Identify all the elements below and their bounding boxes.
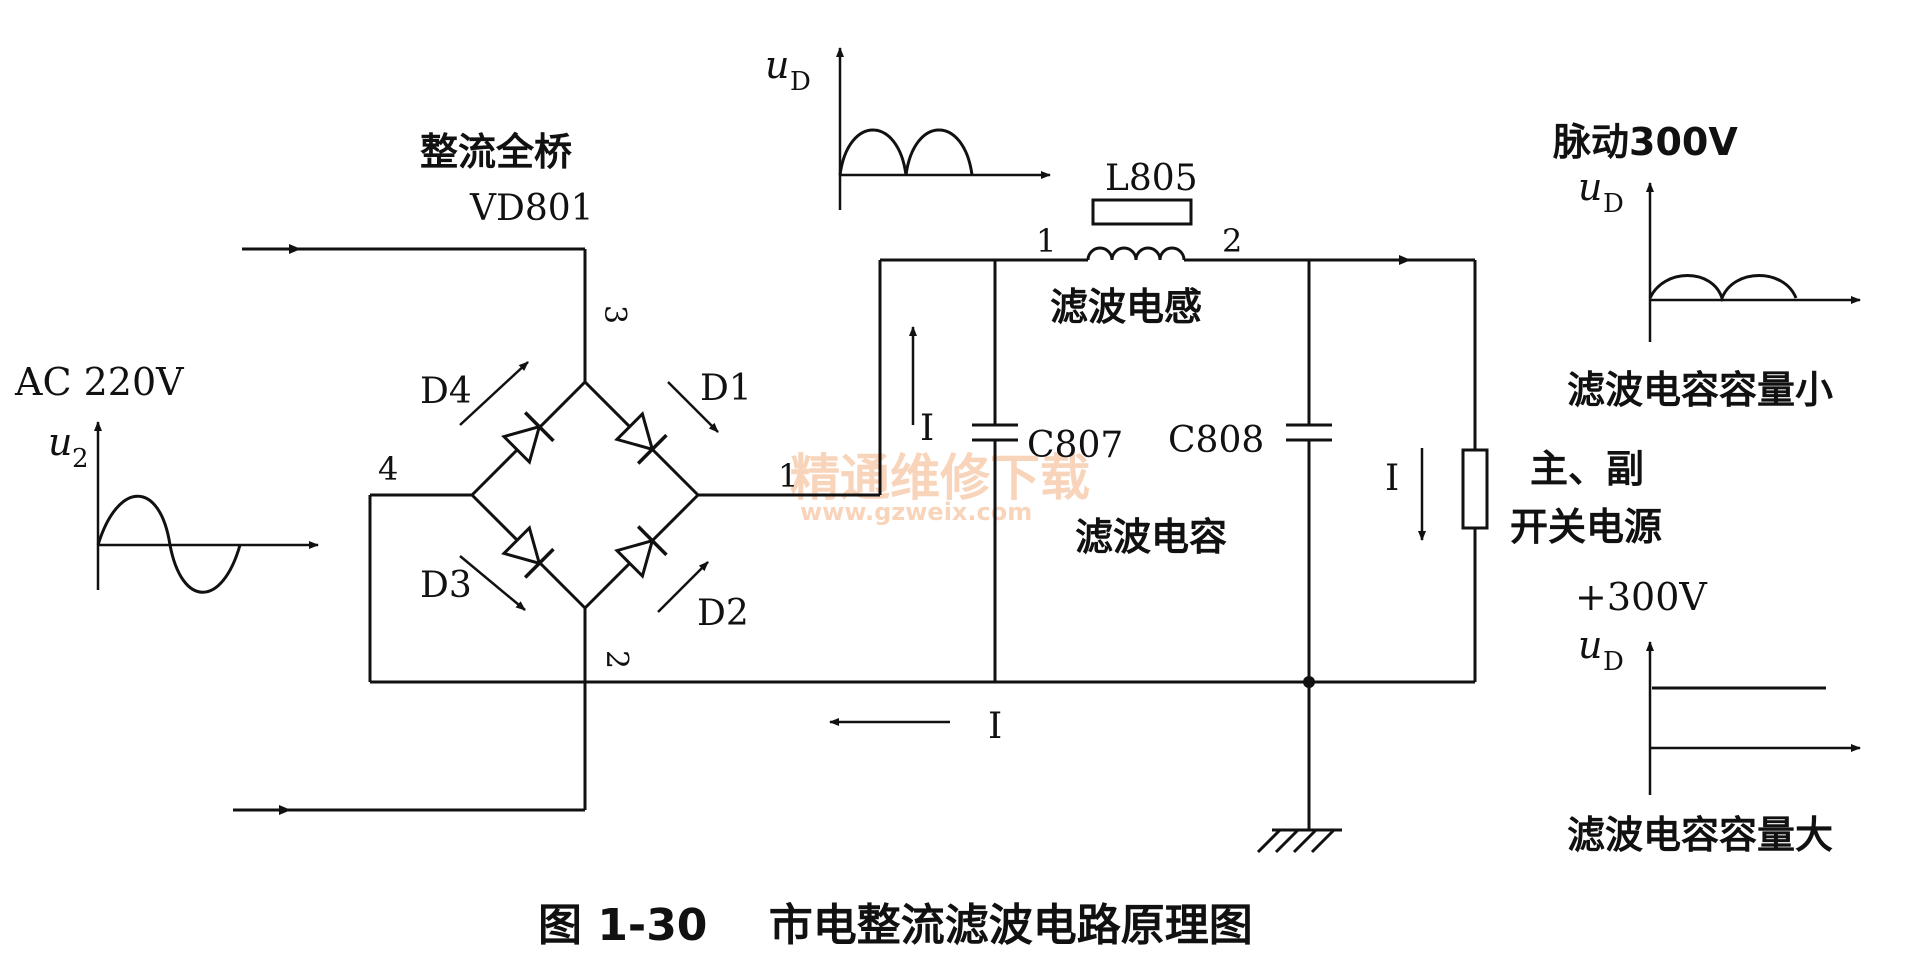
bridge-rectifier — [459, 361, 719, 613]
bridge-ref: VD801 — [469, 188, 594, 229]
c808-label: C808 — [1168, 420, 1264, 461]
capacitor-name-label: 滤波电容 — [1075, 515, 1227, 559]
u2-subscript: 2 — [72, 444, 89, 474]
u2-sine — [96, 494, 242, 594]
d2-current-arrow — [657, 561, 709, 613]
d1-current-arrow — [667, 381, 719, 433]
waveform-rectified — [836, 47, 1051, 210]
dc-title: +300V — [1575, 575, 1707, 619]
ud-subscript-large: D — [1603, 647, 1624, 677]
inductor-pin2-label: 2 — [1222, 222, 1242, 260]
waveform-large-cap — [1646, 641, 1861, 795]
inductor-ref-label: L805 — [1105, 158, 1198, 199]
load-resistor — [1461, 260, 1489, 682]
small-cap-caption: 滤波电容容量小 — [1567, 368, 1833, 412]
u2-symbol: u — [48, 420, 72, 464]
c807-label: C807 — [1027, 425, 1123, 466]
pulse-title: 脉动300V — [1553, 120, 1738, 164]
pin-4-label: 4 — [378, 450, 398, 488]
pin-3-label: 3 — [597, 305, 632, 324]
current-label-right: I — [1385, 458, 1399, 499]
ac-source-label: AC 220V — [14, 360, 184, 404]
inductor-core-box — [1091, 198, 1193, 226]
ud-symbol-large: u — [1578, 623, 1602, 667]
inductor-name-label: 滤波电感 — [1050, 285, 1202, 329]
d2-label: D2 — [697, 593, 749, 634]
d1-label: D1 — [700, 368, 752, 409]
d3-label: D3 — [420, 565, 472, 606]
inductor-l805 — [1086, 198, 1475, 265]
d4-current-arrow — [459, 361, 529, 426]
capacitor-c808 — [1286, 260, 1332, 830]
watermark-url: www.gzweix.com — [800, 498, 1032, 526]
diode-d1 — [614, 411, 668, 465]
bridge-wiring — [368, 258, 1475, 684]
labels: 整流全桥 VD801 AC 220V u 2 u D D1 D2 D3 D4 3… — [14, 43, 1833, 951]
current-label-up: I — [920, 408, 934, 449]
pin-1-label: 1 — [778, 457, 798, 495]
current-label-bottom: I — [988, 706, 1002, 747]
diode-d3 — [501, 525, 555, 579]
ground-symbol — [1256, 828, 1342, 854]
d3-current-arrow — [459, 555, 526, 611]
bridge-title: 整流全桥 — [420, 130, 572, 174]
ud-subscript-top: D — [790, 67, 811, 97]
pin-2-label: 2 — [599, 650, 634, 669]
waveform-ac — [94, 421, 319, 594]
ud-symbol-small: u — [1578, 165, 1602, 209]
capacitor-c807 — [972, 260, 1018, 682]
load-body — [1461, 448, 1489, 530]
inductor-pin1-label: 1 — [1036, 222, 1056, 260]
watermark-text: 精通维修下载 — [790, 449, 1090, 507]
load-label-line2: 开关电源 — [1510, 505, 1662, 549]
large-cap-caption: 滤波电容容量大 — [1567, 813, 1833, 857]
diode-d4 — [501, 411, 555, 465]
ud-symbol-top: u — [765, 43, 789, 87]
inductor-coil — [1086, 246, 1186, 261]
d4-label: D4 — [420, 371, 472, 412]
diode-d2 — [614, 525, 668, 579]
figure-caption: 图 1-30 市电整流滤波电路原理图 — [538, 900, 1253, 951]
current-arrows — [829, 326, 1426, 726]
ac-input-wires — [233, 244, 587, 815]
ud-ripple — [1648, 274, 1798, 303]
ud-subscript-small: D — [1603, 189, 1624, 219]
waveform-small-cap — [1646, 182, 1861, 342]
load-label-line1: 主、副 — [1530, 447, 1644, 491]
ud-full-wave — [838, 128, 974, 176]
